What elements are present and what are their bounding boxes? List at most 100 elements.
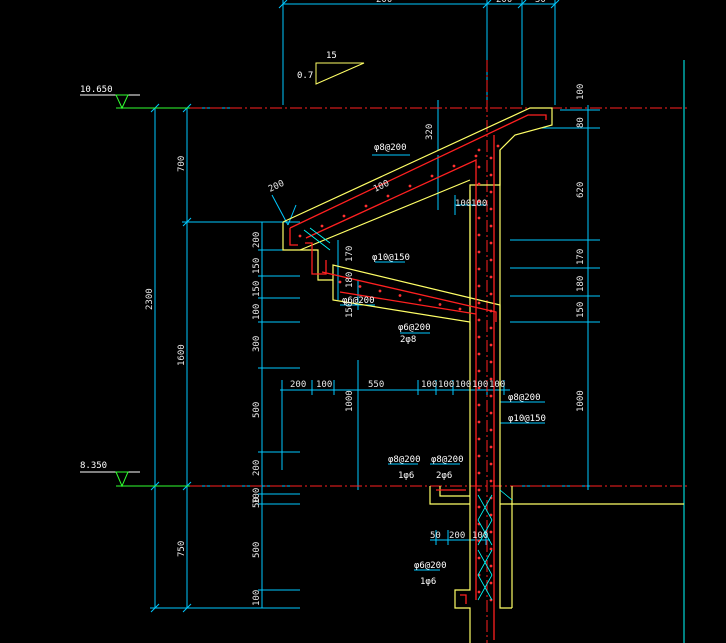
step-dim-11: 100 [252,590,262,606]
concrete-outline [282,107,684,643]
axis-lines [130,60,690,643]
rebar-dot [364,204,368,208]
rebar-label-wall-1: φ8@200 [508,393,541,403]
step-dim-6: 500 [252,402,262,418]
rebar-dot [489,445,493,449]
rebar-dot [489,173,493,177]
rebar-dot [477,216,481,220]
dim-100-d: 100 [472,531,488,541]
rebar-dot [474,154,478,158]
rebar-label-bottom-1b: 1φ6 [420,577,436,587]
rebar-dot [489,479,493,483]
dim-upper: 700 [177,156,187,172]
rebar-dot [477,369,481,373]
dim-180: 180 [345,272,355,288]
dim-200-b: 200 [449,531,465,541]
dim-middle: 1600 [177,344,187,366]
rebar-dot [408,184,412,188]
horizontal-dimension-text: 200 100 550 100 100 100 100 100 [290,380,505,390]
rebar-dot [477,488,481,492]
rebar-dot [489,581,493,585]
step-dim-2: 150 [252,258,262,274]
rebar-dot [489,241,493,245]
rebar-dot [477,318,481,322]
step-dim-7: 200 [252,460,262,476]
dim-lower: 750 [177,541,187,557]
rebar-label-mid-bar: φ6@200 [398,323,431,333]
rebar-dot [489,377,493,381]
step-dim-4: 100 [252,304,262,320]
rebar-dot [386,194,390,198]
rebar-dot [489,343,493,347]
rebar-dot [489,275,493,279]
rebar-label-top-slab: φ8@200 [374,143,407,153]
rebar-dot [477,182,481,186]
h-dim-7: 100 [472,380,488,390]
rebar-dot [489,462,493,466]
elevation-lower-label: 8.350 [80,461,107,471]
rebar-dot [477,284,481,288]
rebar-dot [477,199,481,203]
rebar-dot [489,326,493,330]
left-dimension-text: 2300 700 1600 750 [145,156,187,557]
rebar-dot [477,420,481,424]
step-dimension-text: 200 150 150 100 300 500 200 100 50 500 1… [252,232,262,606]
elevation-upper-label: 10.650 [80,85,113,95]
rebar-dot [438,303,442,306]
dim-150: 150 [345,302,355,318]
rebar-dot [430,174,434,178]
h-dim-1: 200 [290,380,306,390]
right-dim-1: 80 [576,117,586,128]
rebar-dot [477,335,481,339]
right-dim-3: 620 [576,182,586,198]
dim-1000-mid: 1000 [345,390,355,412]
dim-200-top: 200 [267,179,286,195]
rebar-label-mid-slab: φ10@150 [372,253,410,263]
h-dim-4: 100 [421,380,437,390]
rebar-dot [477,267,481,271]
rebar-dot [489,530,493,534]
step-dim-8: 100 [252,488,262,504]
rebar-label-beam-2b: 2φ6 [436,471,452,481]
rebar-dot [489,564,493,568]
rebar-dot [338,280,342,284]
rebar-dot [489,224,493,228]
rebar-dot [477,454,481,458]
right-dim-4: 170 [576,249,586,265]
rebar-dot [489,394,493,398]
rebar-dot [477,556,481,560]
rebar-dot [489,156,493,160]
dim-320: 320 [425,124,435,140]
rebar-dot [452,164,456,168]
h-dim-8: 100 [489,380,505,390]
elevation-marker-upper: 10.650 [80,85,190,110]
slope-indicator: 15 0.7 [297,51,365,85]
rebar-dot [489,207,493,211]
rebar-dot [477,233,481,237]
rebar-dot [477,301,481,305]
rebar-dot [378,289,382,293]
rebar-dot [489,513,493,517]
dim-overall: 2300 [145,288,155,310]
right-dim-6: 150 [576,302,586,318]
h-dim-6: 100 [455,380,471,390]
step-dim-9: 50 [252,497,262,508]
step-dim-10: 500 [252,542,262,558]
step-dim-5: 300 [252,336,262,352]
hatch-pattern [303,227,513,601]
rebar-dot [418,298,422,302]
rebar-dot [489,547,493,551]
rebar-dot [477,386,481,390]
h-dim-5: 100 [438,380,454,390]
rebar-label-bottom-1: φ6@200 [414,561,447,571]
h-dim-3: 550 [368,380,384,390]
rebar-lines [289,114,547,640]
rebar-dot [477,590,481,594]
rebar-label-beam-2: φ8@200 [431,455,464,465]
rebar-dot [489,360,493,364]
slope-run-label: 0.7 [297,71,313,81]
top-dimension-text: 200 200 50 [376,0,546,5]
rebar-dot [358,285,362,288]
